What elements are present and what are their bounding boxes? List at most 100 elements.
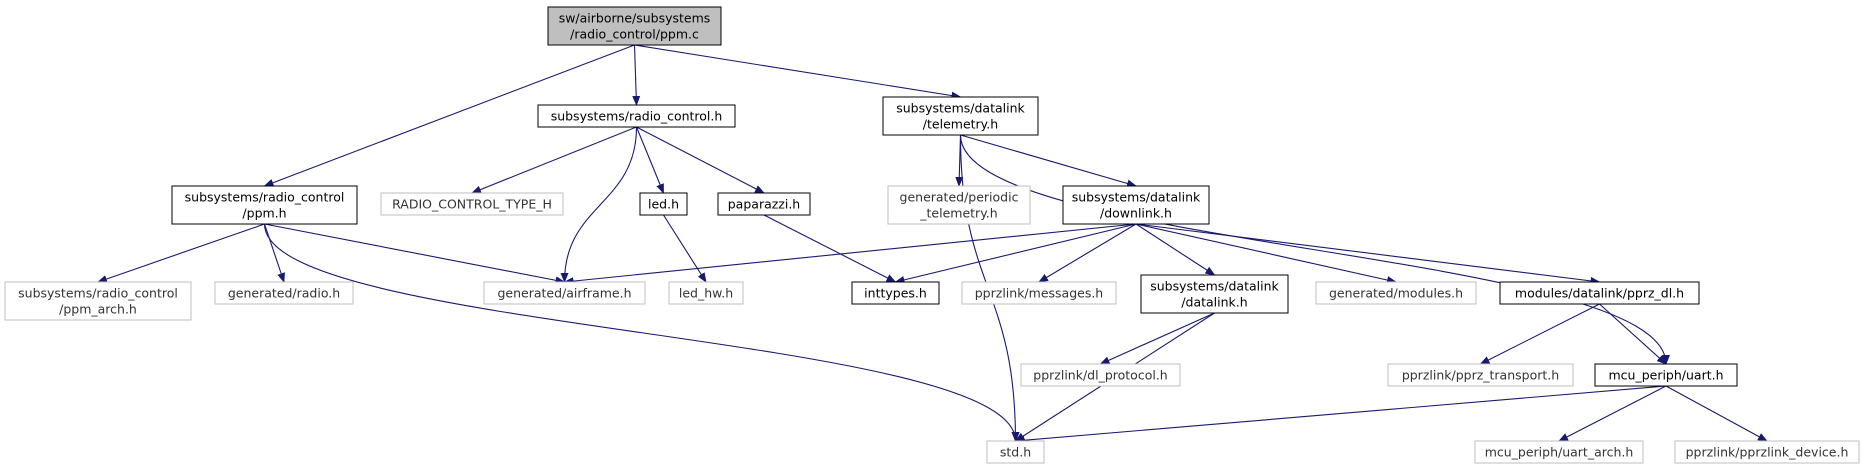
edge-downlink_h-to-datalink_h [1135, 223, 1216, 276]
node-label-pprz_transport-0: pprzlink/pprz_transport.h [1402, 368, 1559, 383]
node-box-dl_protocol [1020, 363, 1181, 387]
node-box-rc_type [380, 192, 564, 216]
node-std_h: std.h [986, 440, 1045, 464]
edge-datalink_h-to-dl_protocol [1099, 312, 1215, 365]
edge-root-to-telemetry_h [634, 44, 962, 100]
node-label-pprzlink_device-0: pprzlink/pprzlink_device.h [1686, 445, 1849, 460]
node-label-modules_h-0: generated/modules.h [1329, 286, 1463, 301]
node-box-downlink_h [1062, 185, 1210, 225]
node-box-ppm_arch [4, 281, 192, 321]
node-box-rc_h [537, 104, 736, 128]
node-box-pprz_dl [1499, 281, 1700, 305]
node-label-telemetry_h-0: subsystems/datalink [896, 101, 1025, 116]
node-box-led_h [639, 192, 688, 216]
node-label-rc_type-0: RADIO_CONTROL_TYPE_H [392, 197, 552, 212]
node-label-telemetry_h-1: /telemetry.h [923, 117, 998, 132]
node-box-inttypes [851, 281, 940, 305]
node-label-inttypes-0: inttypes.h [864, 286, 927, 301]
node-dl_protocol: pprzlink/dl_protocol.h [1020, 363, 1181, 387]
edge-downlink_h-to-messages [1038, 223, 1137, 283]
edge-uart_h-to-std_h [1014, 385, 1667, 445]
edge-pprz_dl-to-pprz_transport [1479, 303, 1600, 365]
edge-ppm_h-to-std_h [263, 223, 1020, 442]
node-box-root [547, 6, 722, 46]
node-pprzlink_device: pprzlink/pprzlink_device.h [1674, 440, 1860, 464]
edge-rc_h-to-airframe_h [560, 126, 638, 283]
node-led_hw: led_hw.h [668, 281, 744, 305]
edge-ppm_h-to-ppm_arch [97, 223, 265, 283]
edge-rc_h-to-paparazzi_h [636, 126, 765, 194]
node-box-uart_h [1594, 363, 1738, 387]
node-uart_h[interactable]: mcu_periph/uart.h [1594, 363, 1738, 387]
node-label-radio_h-0: generated/radio.h [228, 286, 340, 301]
node-box-pprz_transport [1387, 363, 1574, 387]
node-label-dl_protocol-0: pprzlink/dl_protocol.h [1033, 368, 1167, 383]
node-label-rc_h-0: subsystems/radio_control.h [551, 109, 723, 124]
node-box-pprzlink_device [1674, 440, 1860, 464]
edge-telemetry_h-to-downlink_h [960, 134, 1137, 188]
node-label-periodic_tel-1: _telemetry.h [919, 206, 997, 221]
node-box-std_h [986, 440, 1045, 464]
node-box-uart_arch [1474, 440, 1644, 464]
node-box-paparazzi_h [717, 192, 811, 216]
edge-downlink_h-to-inttypes [894, 223, 1137, 284]
node-box-telemetry_h [882, 96, 1039, 136]
nodes-layer: sw/airborne/subsystems/radio_control/ppm… [4, 6, 1860, 464]
node-pprz_dl[interactable]: modules/datalink/pprz_dl.h [1499, 281, 1700, 305]
node-box-messages [961, 281, 1117, 305]
node-label-ppm_h-1: /ppm.h [242, 206, 286, 221]
node-label-ppm_h-0: subsystems/radio_control [185, 190, 345, 205]
node-box-led_hw [668, 281, 744, 305]
edge-uart_h-to-pprzlink_device [1665, 385, 1768, 442]
node-paparazzi_h[interactable]: paparazzi.h [717, 192, 811, 216]
node-uart_arch: mcu_periph/uart_arch.h [1474, 440, 1644, 464]
node-led_h[interactable]: led.h [639, 192, 688, 216]
node-box-modules_h [1315, 281, 1477, 305]
node-label-downlink_h-0: subsystems/datalink [1072, 190, 1201, 205]
edge-led_h-to-led_hw [663, 214, 707, 283]
node-label-pprz_dl-0: modules/datalink/pprz_dl.h [1515, 286, 1684, 301]
node-ppm_h[interactable]: subsystems/radio_control/ppm.h [171, 185, 358, 225]
node-ppm_arch: subsystems/radio_control/ppm_arch.h [4, 281, 192, 321]
edge-root-to-ppm_h [263, 44, 635, 187]
edge-paparazzi_h-to-inttypes [763, 214, 897, 283]
node-label-led_hw-0: led_hw.h [679, 286, 733, 301]
node-label-airframe_h-0: generated/airframe.h [497, 286, 631, 301]
node-rc_type: RADIO_CONTROL_TYPE_H [380, 192, 564, 216]
node-label-root-0: sw/airborne/subsystems [559, 11, 711, 26]
node-label-downlink_h-1: /downlink.h [1100, 206, 1172, 221]
node-box-datalink_h [1140, 274, 1289, 314]
edge-rc_h-to-rc_type [471, 126, 637, 194]
edge-downlink_h-to-modules_h [1135, 223, 1397, 284]
node-label-ppm_arch-0: subsystems/radio_control [18, 286, 178, 301]
node-label-std_h-0: std.h [1000, 445, 1031, 460]
node-datalink_h[interactable]: subsystems/datalink/datalink.h [1140, 274, 1289, 314]
edge-root-to-rc_h [632, 44, 641, 106]
edge-uart_h-to-uart_arch [1558, 385, 1667, 442]
node-label-uart_arch-0: mcu_periph/uart_arch.h [1485, 445, 1634, 460]
edge-downlink_h-to-airframe_h [563, 223, 1137, 286]
node-box-radio_h [214, 281, 354, 305]
node-airframe_h: generated/airframe.h [483, 281, 646, 305]
edge-downlink_h-to-pprz_dl [1135, 223, 1601, 285]
edge-ppm_h-to-airframe_h [264, 223, 566, 285]
node-inttypes[interactable]: inttypes.h [851, 281, 940, 305]
node-box-periodic_tel [887, 185, 1031, 225]
edge-pprz_dl-to-uart_h [1599, 303, 1667, 365]
node-label-root-1: /radio_control/ppm.c [570, 27, 699, 42]
node-label-datalink_h-1: /datalink.h [1181, 295, 1247, 310]
node-box-airframe_h [483, 281, 646, 305]
node-telemetry_h[interactable]: subsystems/datalink/telemetry.h [882, 96, 1039, 136]
node-rc_h[interactable]: subsystems/radio_control.h [537, 104, 736, 128]
node-root: sw/airborne/subsystems/radio_control/ppm… [547, 6, 722, 46]
node-label-uart_h-0: mcu_periph/uart.h [1608, 368, 1723, 383]
node-label-ppm_arch-1: /ppm_arch.h [59, 302, 137, 317]
node-messages: pprzlink/messages.h [961, 281, 1117, 305]
node-label-datalink_h-0: subsystems/datalink [1150, 279, 1279, 294]
node-box-ppm_h [171, 185, 358, 225]
edge-rc_h-to-led_h [635, 126, 665, 194]
node-downlink_h[interactable]: subsystems/datalink/downlink.h [1062, 185, 1210, 225]
node-modules_h: generated/modules.h [1315, 281, 1477, 305]
node-label-led_h-0: led.h [648, 197, 679, 212]
